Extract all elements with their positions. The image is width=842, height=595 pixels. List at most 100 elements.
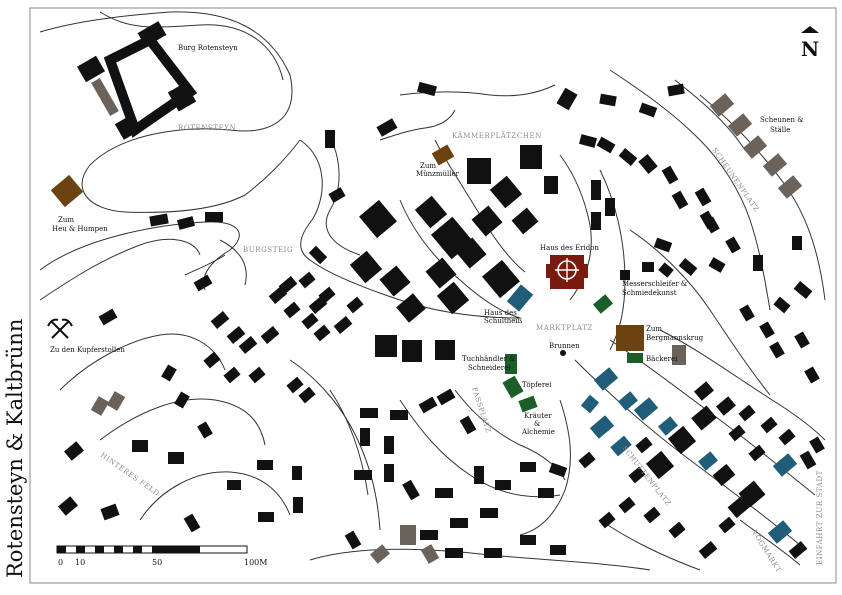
building bbox=[777, 175, 803, 199]
building bbox=[286, 376, 304, 394]
building bbox=[618, 391, 638, 411]
building bbox=[333, 316, 353, 334]
building bbox=[278, 276, 298, 294]
building bbox=[205, 212, 223, 222]
building bbox=[298, 386, 316, 404]
place-labels: Burg Rotensteyn Zum Heu & Humpen Zu den … bbox=[50, 44, 804, 436]
building bbox=[435, 488, 453, 498]
building bbox=[658, 262, 674, 278]
building bbox=[64, 441, 84, 461]
building bbox=[193, 274, 213, 292]
building bbox=[653, 237, 673, 253]
building bbox=[548, 462, 568, 478]
building bbox=[694, 187, 712, 207]
building bbox=[308, 245, 328, 265]
building bbox=[593, 294, 613, 314]
building bbox=[360, 408, 378, 418]
building bbox=[436, 388, 456, 406]
label-messer-line2: Schmiedekunst bbox=[622, 289, 677, 297]
scale-segment bbox=[76, 546, 85, 553]
label-heu-line1: Zum bbox=[58, 216, 74, 224]
building bbox=[748, 444, 766, 462]
building bbox=[474, 466, 484, 484]
building bbox=[578, 451, 596, 469]
building bbox=[591, 212, 601, 230]
building bbox=[370, 544, 390, 564]
building bbox=[544, 176, 558, 194]
building bbox=[753, 255, 763, 271]
building bbox=[616, 325, 644, 351]
building bbox=[605, 198, 615, 216]
building bbox=[436, 281, 470, 315]
label-schulth-line1: Haus des bbox=[484, 309, 517, 317]
building bbox=[384, 464, 394, 482]
building bbox=[248, 366, 266, 384]
building bbox=[417, 81, 437, 97]
building bbox=[635, 436, 653, 454]
building bbox=[349, 250, 383, 284]
building bbox=[455, 237, 487, 269]
building bbox=[793, 281, 813, 299]
building bbox=[459, 415, 477, 435]
mine-pickaxe-icon bbox=[47, 318, 73, 339]
building bbox=[804, 366, 820, 384]
building bbox=[658, 416, 678, 436]
building bbox=[511, 207, 539, 235]
label-eridon: Haus des Eridon bbox=[540, 244, 599, 252]
buildings-layer bbox=[50, 81, 825, 564]
building bbox=[778, 428, 796, 446]
scale-tick-100: 100M bbox=[244, 558, 267, 567]
building bbox=[667, 425, 697, 455]
building bbox=[375, 335, 397, 357]
building bbox=[58, 496, 78, 516]
building bbox=[618, 496, 636, 514]
building bbox=[226, 326, 246, 344]
building bbox=[638, 154, 658, 174]
building bbox=[739, 304, 755, 322]
building bbox=[704, 216, 720, 234]
building bbox=[418, 396, 438, 414]
building bbox=[518, 395, 538, 413]
label-messer-line1: Messerschleifer & bbox=[622, 280, 687, 288]
building bbox=[174, 391, 190, 409]
building bbox=[596, 136, 616, 154]
label-scheunen-line1: Scheunen & bbox=[760, 116, 804, 124]
scale-bar: 0 10 50 100M bbox=[56, 545, 267, 567]
building bbox=[257, 460, 273, 470]
building bbox=[471, 205, 503, 237]
street-kaemmer: KÄMMERPLÄTZCHEN bbox=[452, 131, 542, 140]
label-scheunen-line2: Ställe bbox=[770, 126, 790, 134]
building bbox=[709, 93, 735, 117]
house-eridon-marker bbox=[546, 255, 588, 289]
building bbox=[633, 397, 659, 421]
building bbox=[325, 130, 335, 148]
building bbox=[738, 404, 756, 422]
building bbox=[360, 428, 370, 446]
building bbox=[100, 503, 120, 521]
building bbox=[384, 436, 394, 454]
building bbox=[482, 259, 520, 299]
street-einfahrt: EINFAHRT ZUR STADT bbox=[816, 470, 824, 565]
building bbox=[598, 511, 616, 529]
building bbox=[643, 506, 661, 524]
scale-tick-0: 0 bbox=[58, 558, 63, 567]
street-burgsteig: BURGSTEIG bbox=[243, 246, 293, 254]
building bbox=[298, 271, 316, 289]
building bbox=[610, 435, 632, 457]
building bbox=[712, 463, 736, 487]
building bbox=[550, 545, 566, 555]
building bbox=[402, 340, 422, 362]
building bbox=[520, 145, 542, 169]
building bbox=[400, 525, 416, 545]
building bbox=[506, 284, 534, 312]
building bbox=[620, 270, 630, 280]
building bbox=[762, 153, 788, 177]
building bbox=[698, 451, 718, 471]
building bbox=[556, 87, 578, 111]
building bbox=[742, 135, 768, 159]
building bbox=[728, 424, 746, 442]
label-kraeuter-line3: Alchemie bbox=[521, 428, 555, 436]
label-baeckerei: Bäckerei bbox=[646, 355, 678, 363]
building bbox=[759, 321, 775, 339]
building bbox=[520, 462, 536, 472]
